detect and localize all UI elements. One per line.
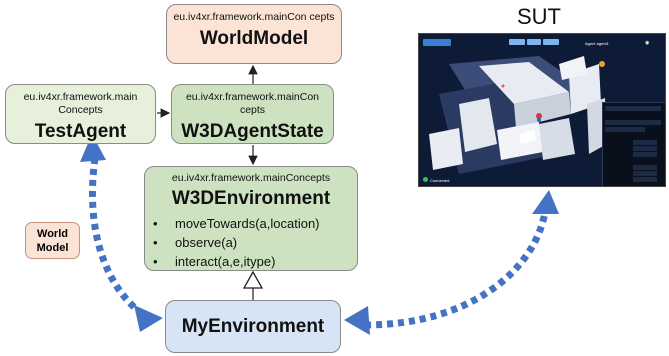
w3d-environment-methods: •moveTowards(a,location) •observe(a) •in… (145, 214, 357, 271)
panel-row (633, 140, 657, 145)
method-move-towards: moveTowards(a,location) (175, 216, 320, 231)
agent-select[interactable]: Agent agent1 (585, 41, 609, 46)
test-agent-package: eu.iv4xr.framework.main Concepts (23, 91, 138, 116)
method-interact: interact(a,e,itype) (175, 254, 276, 269)
dashed-arrow-agent-environment (89, 157, 150, 321)
hud-pause-button[interactable] (527, 39, 541, 45)
hud-stop-button[interactable] (543, 39, 559, 45)
world-model-label: World Model (25, 222, 80, 259)
connection-status: Connected (430, 178, 450, 183)
w3d-agent-state-box: eu.iv4xr.framework.mainCon cepts W3DAgen… (171, 84, 334, 144)
world-model-box: eu.iv4xr.framework.mainCon cepts WorldMo… (166, 4, 342, 64)
test-agent-title: TestAgent (34, 121, 127, 142)
method-item: •moveTowards(a,location) (153, 216, 320, 231)
eye-icon[interactable]: ◉ (645, 40, 650, 46)
panel-row (633, 146, 657, 151)
panel-row (605, 106, 661, 111)
my-environment-box: MyEnvironment (165, 300, 341, 353)
panel-row (633, 171, 657, 176)
w3d-agent-state-package: eu.iv4xr.framework.mainCon cepts (185, 91, 320, 116)
method-observe: observe(a) (175, 235, 238, 250)
w3d-environment-package: eu.iv4xr.framework.mainConcepts (171, 172, 331, 184)
hud-play-button[interactable] (509, 39, 525, 45)
panel-row (605, 127, 645, 132)
w3d-agent-state-title: W3DAgentState (181, 121, 324, 142)
arrowhead-up-agent (80, 134, 106, 162)
arrowhead-left-myenv (344, 306, 370, 335)
method-item: •interact(a,e,itype) (153, 254, 276, 269)
world-model-package: eu.iv4xr.framework.mainCon cepts (173, 11, 335, 23)
arrowhead-up-sut (532, 190, 559, 214)
panel-row (633, 165, 657, 170)
dashed-arrow-environment-sut (364, 211, 549, 329)
w3d-environment-title: W3DEnvironment (171, 188, 331, 209)
panel-row (633, 177, 657, 182)
test-agent-box: eu.iv4xr.framework.main Concepts TestAge… (5, 84, 156, 144)
my-environment-title: MyEnvironment (181, 315, 325, 337)
panel-row (633, 152, 657, 157)
connection-status-icon (423, 177, 428, 182)
inheritance-triangle (242, 270, 264, 289)
sut-screenshot: Agent agent1 ◉ Connected (418, 33, 666, 187)
w3d-environment-box: eu.iv4xr.framework.mainConcepts W3DEnvir… (144, 166, 358, 271)
arrowhead-down-myenv (134, 305, 163, 332)
hud-left-button[interactable] (423, 39, 451, 46)
world-model-title: WorldModel (199, 28, 309, 49)
sut-title: SUT (517, 4, 561, 29)
method-item: •observe(a) (153, 235, 238, 250)
panel-row (605, 120, 661, 125)
